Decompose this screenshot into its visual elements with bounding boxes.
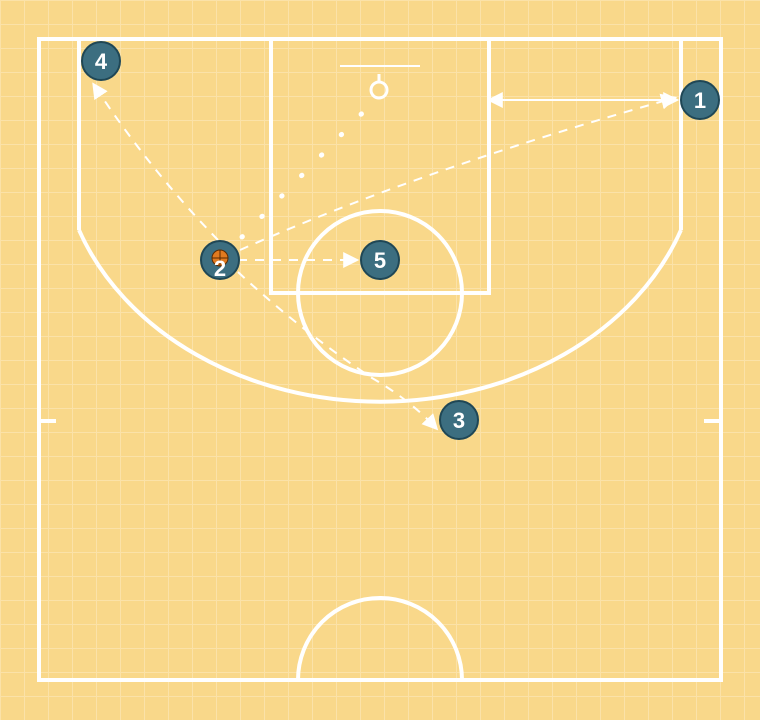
player-4: 4 bbox=[81, 41, 121, 81]
players: 1 2 3 4 5 bbox=[81, 41, 720, 440]
player-1: 1 bbox=[680, 80, 720, 120]
player-3: 3 bbox=[439, 400, 479, 440]
player-label: 5 bbox=[374, 248, 386, 273]
player-label: 3 bbox=[453, 408, 465, 433]
center-circle bbox=[296, 596, 464, 681]
player-5: 5 bbox=[360, 240, 400, 280]
paint-lane bbox=[269, 37, 491, 295]
court-lines bbox=[37, 37, 723, 682]
cut-2-to-3 bbox=[237, 271, 439, 431]
cut-2-to-4 bbox=[92, 82, 219, 241]
player-marker bbox=[439, 400, 479, 440]
free-throw-circle bbox=[296, 209, 464, 377]
player-label: 2 bbox=[214, 256, 226, 281]
play-actions bbox=[92, 82, 680, 431]
player-label: 1 bbox=[694, 88, 706, 113]
player-marker bbox=[81, 41, 121, 81]
player-2: 2 bbox=[200, 240, 240, 281]
three-point-arc bbox=[77, 229, 683, 404]
player-label: 4 bbox=[95, 49, 108, 74]
player-marker bbox=[680, 80, 720, 120]
player-marker bbox=[360, 240, 400, 280]
basketball-icon bbox=[211, 249, 229, 267]
cut-2-to-1 bbox=[239, 93, 678, 251]
